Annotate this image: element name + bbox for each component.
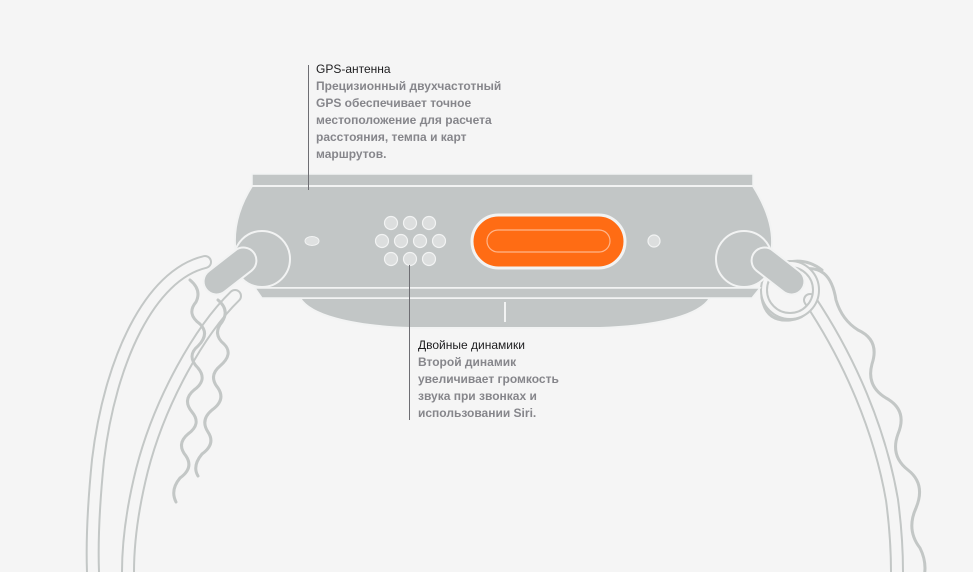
dual-speakers-description: Второй динамик увеличивает громкость зву… — [418, 355, 559, 420]
action-button — [470, 213, 627, 270]
speaker-grille-icon — [374, 215, 447, 267]
gps-antenna-title: GPS-антенна — [316, 62, 391, 76]
left-lug — [202, 230, 291, 296]
gps-leader-line — [308, 65, 309, 190]
right-band — [760, 259, 927, 572]
microphone-hole-icon — [304, 236, 320, 246]
speakers-leader-line — [409, 265, 410, 420]
dual-speakers-title: Двойные динамики — [418, 338, 525, 352]
gps-antenna-callout: GPS-антенна Прецизионный двухчастотный G… — [316, 61, 506, 163]
top-bezel — [251, 173, 754, 187]
gps-antenna-description: Прецизионный двухчастотный GPS обеспечив… — [316, 79, 502, 161]
sensor-hole-icon — [647, 234, 661, 248]
dual-speakers-callout: Двойные динамики Второй динамик увеличив… — [418, 337, 568, 422]
left-band — [85, 255, 242, 572]
right-lug — [715, 230, 806, 296]
